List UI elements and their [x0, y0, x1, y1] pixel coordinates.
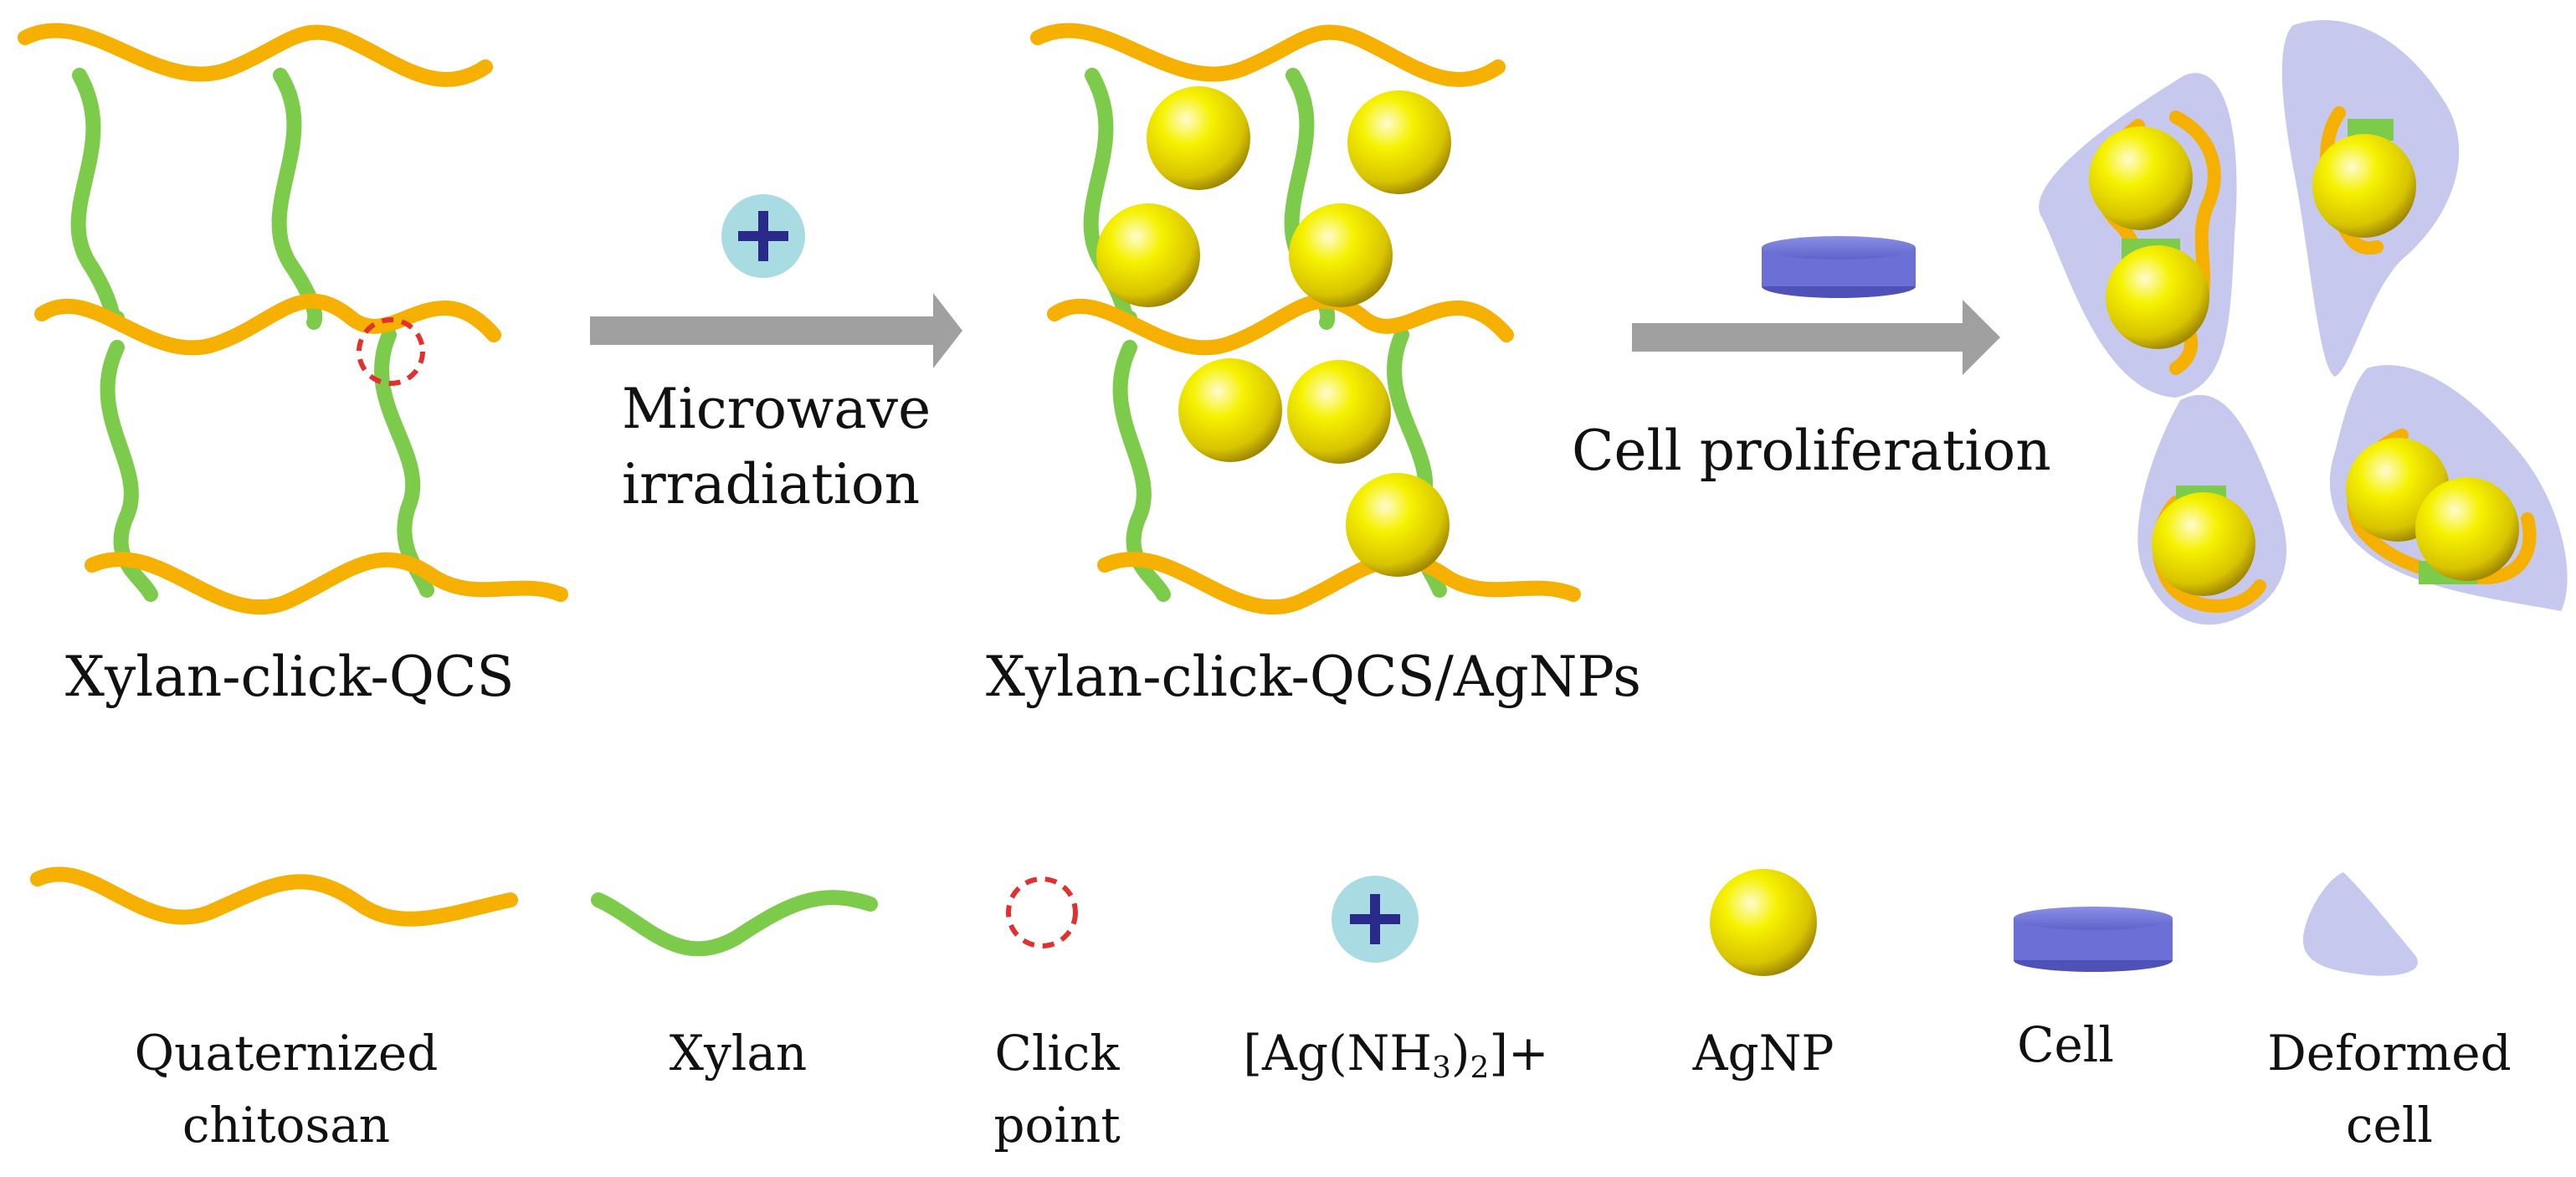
label-step1-line2: irradiation — [622, 452, 921, 517]
legend-agnp-symbol — [1710, 869, 1817, 976]
agnp-particle — [2152, 492, 2255, 596]
xylan-strand — [374, 327, 434, 598]
arrow-head — [933, 293, 962, 368]
legend-label-agnp: AgNP — [1692, 1025, 1835, 1082]
deformed-cells-cluster — [2039, 20, 2568, 625]
arrow-head — [1963, 300, 2000, 375]
xylan-strand — [271, 68, 323, 330]
agnp-particle — [2415, 477, 2519, 581]
xylan-strand — [100, 340, 158, 602]
click-point-marker — [357, 317, 425, 386]
arrow-shaft — [590, 316, 942, 345]
legend-label-click-point: Click point — [993, 1025, 1121, 1154]
agnp-particle — [1287, 360, 1391, 464]
chitosan-strand — [1030, 23, 1506, 87]
agnp-particle — [2089, 126, 2193, 230]
xylan-strand — [70, 68, 125, 326]
label-network-right: Xylan-click-QCS/AgNPs — [986, 645, 1642, 709]
xylan-strand — [1112, 340, 1171, 602]
legend-label-cell: Cell — [2017, 1016, 2114, 1073]
legend-label-ag-complex: [Ag(NH3)2]+ — [1243, 1025, 1549, 1085]
xylan-strand — [1083, 68, 1137, 326]
agnp-particle — [1347, 90, 1451, 194]
agnp-particle — [1346, 473, 1450, 577]
legend-click-point-symbol — [1006, 876, 1078, 948]
network-xylan-click-qcs — [18, 23, 568, 615]
chitosan-strand — [1097, 552, 1581, 615]
chitosan-strand — [85, 552, 568, 615]
agnp-particle — [1289, 203, 1393, 307]
legend-label-deformed-cell: Deformed cell — [2267, 1025, 2512, 1154]
legend — [30, 866, 2418, 976]
legend-cell-symbol — [2014, 907, 2173, 972]
label-step2: Cell proliferation — [1572, 419, 2051, 483]
chitosan-strand — [18, 23, 493, 87]
reaction-arrow-microwave — [590, 293, 962, 368]
agnp-particle — [1096, 203, 1200, 307]
legend-xylan-symbol — [591, 890, 878, 957]
reaction-arrow-cell-proliferation — [1632, 300, 2000, 375]
arrow-shaft — [1632, 323, 1971, 352]
legend-label-quaternized-chitosan: Quaternized chitosan — [134, 1025, 439, 1154]
legend-deformed-cell-symbol — [2302, 872, 2418, 976]
legend-label-xylan: Xylan — [669, 1025, 808, 1082]
legend-ag-ion-symbol — [1332, 876, 1419, 963]
cell-icon — [1762, 236, 1916, 298]
label-network-left: Xylan-click-QCS — [65, 645, 515, 709]
agnp-particle — [1178, 358, 1282, 462]
chitosan-strand — [1047, 293, 1514, 356]
label-step1-line1: Microwave — [622, 377, 931, 441]
chitosan-wrap — [2169, 111, 2221, 308]
agnp-particle — [1147, 86, 1250, 190]
legend-chitosan-symbol — [30, 866, 518, 927]
agnp-particle — [2312, 134, 2416, 238]
network-xylan-click-qcs-agnps — [1030, 23, 1581, 615]
agnp-particle — [2106, 245, 2209, 349]
ag-ion-icon — [721, 194, 805, 278]
chitosan-strand — [34, 293, 501, 356]
